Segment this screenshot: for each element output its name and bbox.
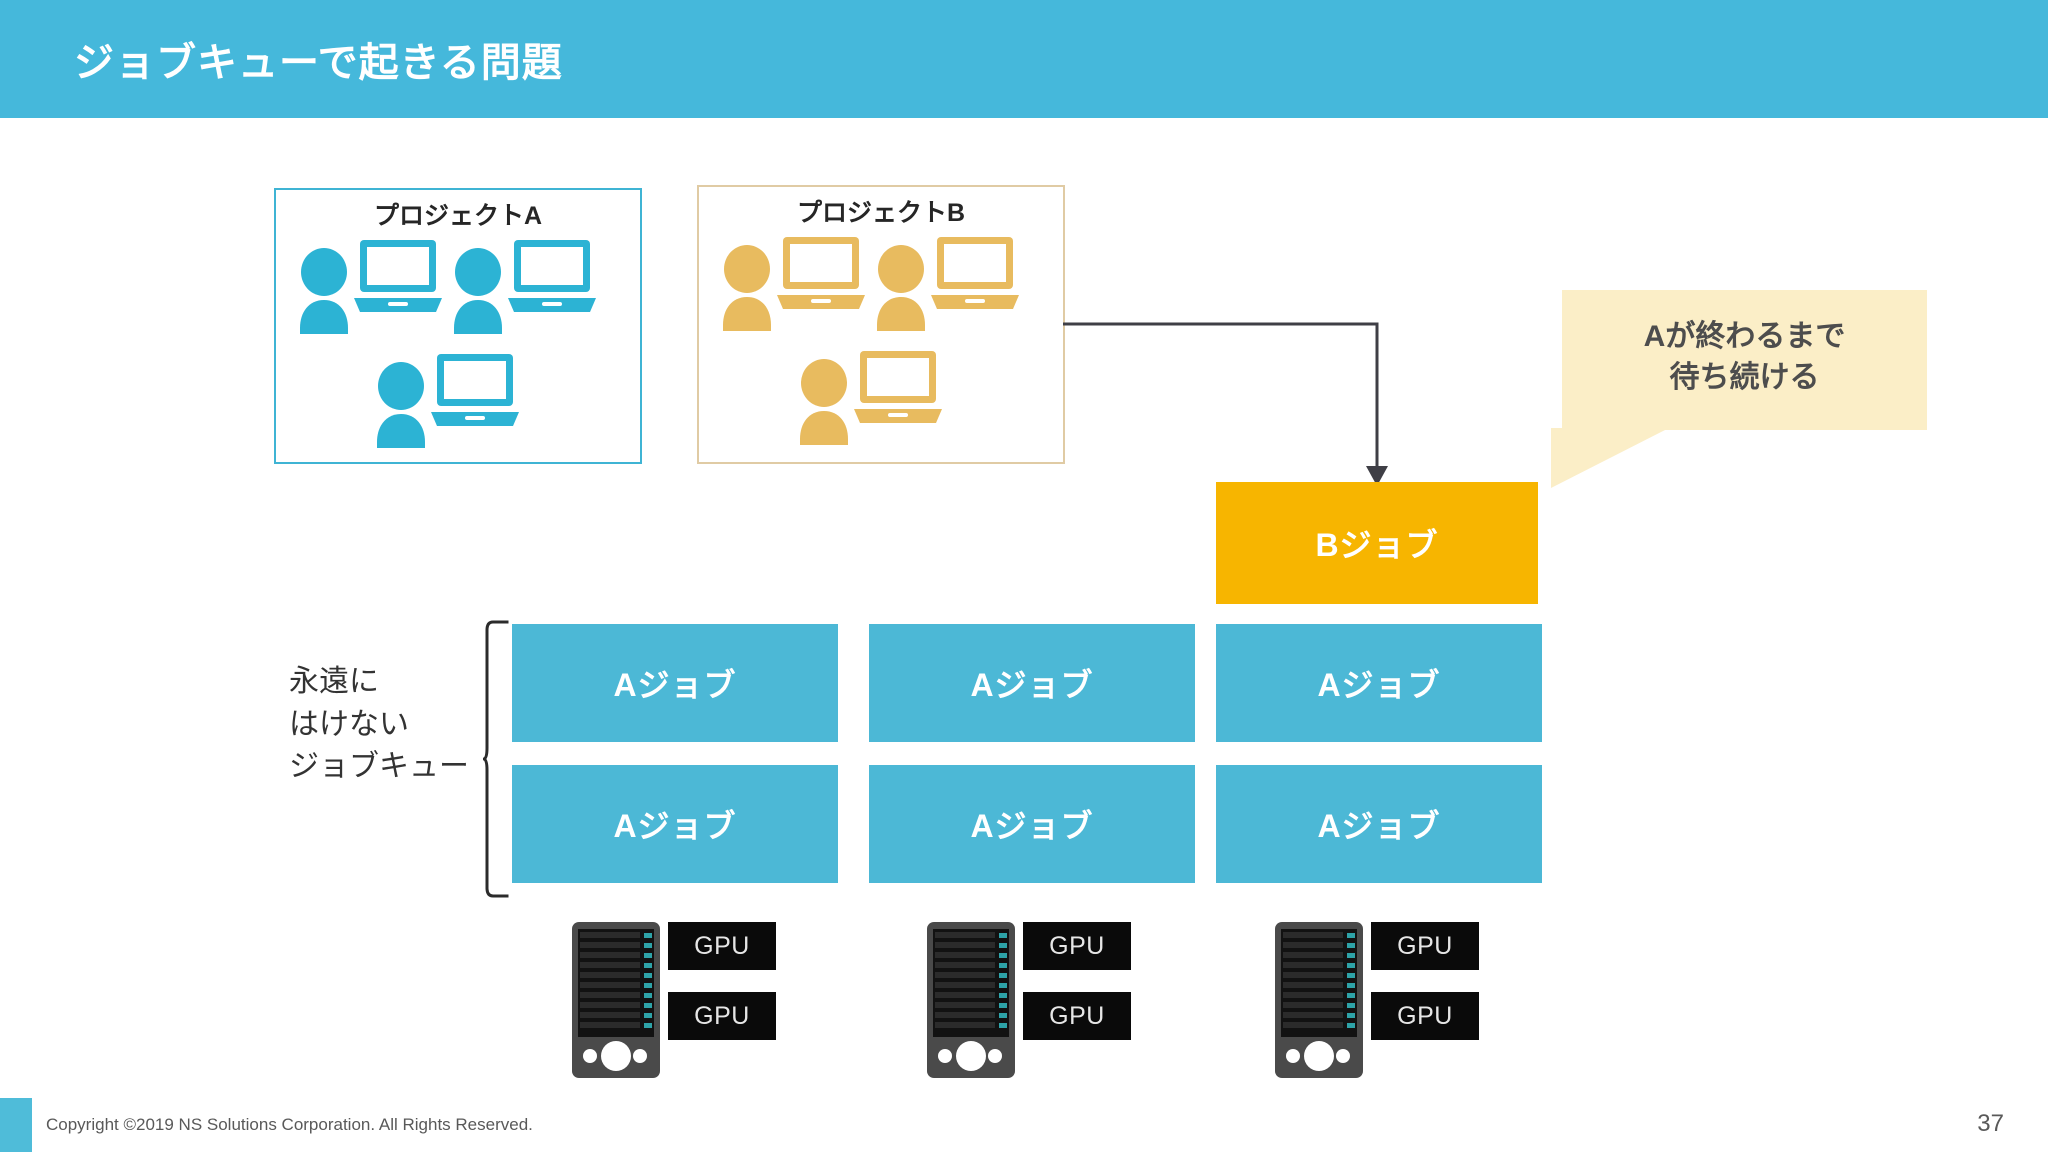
gpu-chip-3b: GPU bbox=[1371, 992, 1479, 1040]
server-group-3: GPU GPU bbox=[1271, 920, 1481, 1080]
project-b-member-3 bbox=[798, 345, 948, 450]
a-job-box-r2c3: Aジョブ bbox=[1216, 765, 1542, 883]
callout-bubble: Aが終わるまで 待ち続ける bbox=[1562, 290, 1927, 430]
a-job-box-r1c1: Aジョブ bbox=[512, 624, 838, 742]
callout-tail bbox=[1551, 428, 1669, 488]
server-group-1: GPU GPU bbox=[568, 920, 778, 1080]
a-job-box-r1c3: Aジョブ bbox=[1216, 624, 1542, 742]
callout-line-1: Aが終わるまで bbox=[1643, 320, 1846, 353]
queue-label-line-3: ジョブキュー bbox=[289, 750, 469, 784]
gpu-chip-1b: GPU bbox=[668, 992, 776, 1040]
gpu-chip-2a: GPU bbox=[1023, 922, 1131, 970]
laptop-icon bbox=[431, 354, 519, 426]
laptop-icon bbox=[354, 240, 442, 312]
server-group-2: GPU GPU bbox=[923, 920, 1133, 1080]
a-job-box-r1c2: Aジョブ bbox=[869, 624, 1195, 742]
page-title: ジョブキューで起きる問題 bbox=[74, 41, 563, 85]
person-icon bbox=[377, 362, 425, 448]
page-number: 37 bbox=[1977, 1110, 2004, 1137]
flow-arrow-icon bbox=[1063, 322, 1388, 486]
header-band bbox=[0, 0, 2048, 118]
person-icon bbox=[723, 245, 771, 331]
project-a-member-1 bbox=[298, 234, 448, 339]
queue-label-line-1: 永遠に bbox=[289, 665, 379, 698]
project-a-member-2 bbox=[452, 234, 602, 339]
project-b-member-1 bbox=[721, 231, 871, 336]
project-a-member-3 bbox=[375, 348, 525, 453]
project-a-label: プロジェクトA bbox=[373, 202, 543, 230]
server-tower-icon bbox=[572, 922, 660, 1078]
a-job-box-r2c1: Aジョブ bbox=[512, 765, 838, 883]
queue-label: 永遠に はけない ジョブキュー bbox=[289, 661, 499, 789]
gpu-chip-2b: GPU bbox=[1023, 992, 1131, 1040]
laptop-icon bbox=[777, 237, 865, 309]
server-tower-icon bbox=[927, 922, 1015, 1078]
person-icon bbox=[877, 245, 925, 331]
laptop-icon bbox=[508, 240, 596, 312]
project-b-label: プロジェクトB bbox=[796, 199, 966, 227]
project-a-box: プロジェクトA bbox=[274, 188, 642, 464]
project-b-member-2 bbox=[875, 231, 1025, 336]
queue-label-line-2: はけない bbox=[289, 707, 409, 741]
b-job-box: Bジョブ bbox=[1216, 482, 1538, 604]
curly-brace-icon bbox=[483, 620, 509, 898]
server-tower-icon bbox=[1275, 922, 1363, 1078]
footer-accent-bar bbox=[0, 1098, 32, 1152]
callout-line-2: 待ち続ける bbox=[1669, 361, 1820, 395]
laptop-icon bbox=[854, 351, 942, 423]
callout-text: Aが終わるまで 待ち続ける bbox=[1562, 316, 1927, 399]
person-icon bbox=[300, 248, 348, 334]
gpu-chip-1a: GPU bbox=[668, 922, 776, 970]
gpu-chip-3a: GPU bbox=[1371, 922, 1479, 970]
project-b-box: プロジェクトB bbox=[697, 185, 1065, 464]
person-icon bbox=[454, 248, 502, 334]
person-icon bbox=[800, 359, 848, 445]
laptop-icon bbox=[931, 237, 1019, 309]
footer-copyright: Copyright ©2019 NS Solutions Corporation… bbox=[46, 1115, 533, 1134]
a-job-box-r2c2: Aジョブ bbox=[869, 765, 1195, 883]
